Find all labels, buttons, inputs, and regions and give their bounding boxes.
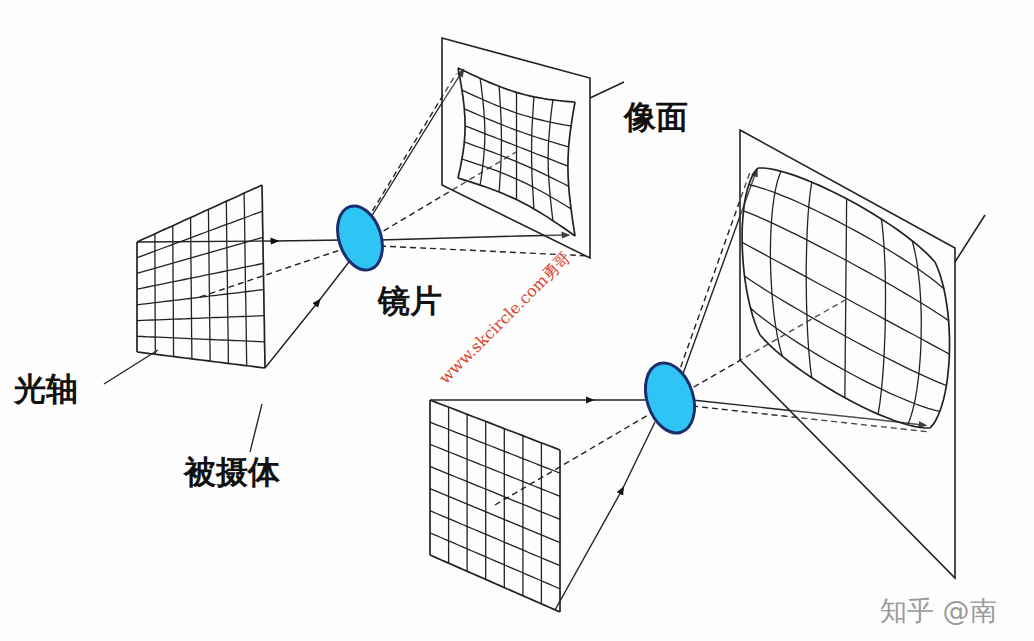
pincushion-grid xyxy=(458,178,575,236)
optical-axis xyxy=(495,408,660,505)
object-grid xyxy=(541,443,542,604)
leader-line xyxy=(104,350,158,384)
object-grid xyxy=(208,209,210,361)
pincushion-grid xyxy=(568,102,575,236)
image-plane-frame xyxy=(442,38,590,258)
object-grid xyxy=(154,234,156,354)
barrel-grid xyxy=(745,276,947,385)
object-grid xyxy=(448,407,449,563)
object-grid xyxy=(522,436,523,596)
object-label: 被摄体 xyxy=(184,455,280,490)
object-grid xyxy=(466,414,467,571)
object-grid xyxy=(429,400,431,555)
object-grid xyxy=(137,316,264,321)
pincushion-grid xyxy=(465,126,568,166)
watermark: www.skcircle.com勇哥 xyxy=(434,247,575,388)
object-grid xyxy=(244,193,247,366)
object-grid xyxy=(430,511,560,566)
ray xyxy=(265,258,352,368)
object-grid xyxy=(430,422,560,473)
pincushion-grid xyxy=(458,68,465,178)
image-plane-stand xyxy=(590,82,624,98)
ray xyxy=(137,240,343,242)
barrel-grid xyxy=(749,185,944,289)
barrel-grid xyxy=(744,211,949,321)
object-grid xyxy=(430,444,560,496)
object-grid xyxy=(137,211,262,258)
object-grid xyxy=(559,450,561,612)
object-grid xyxy=(137,185,262,242)
object-grid xyxy=(226,201,228,363)
image-plane-label: 像面 xyxy=(624,100,688,135)
optical-axis-label: 光轴 xyxy=(14,372,78,407)
object-grid xyxy=(137,290,264,305)
object-grid xyxy=(262,185,265,368)
object-grid xyxy=(430,466,560,519)
object-grid xyxy=(136,242,138,352)
source-watermark: 知乎 @南 xyxy=(880,596,997,626)
lens xyxy=(330,200,390,276)
ray-dashed xyxy=(674,172,750,386)
ray xyxy=(555,422,655,610)
lens xyxy=(637,357,703,440)
barrel-grid xyxy=(758,168,935,262)
object-grid xyxy=(504,429,505,588)
object-grid xyxy=(137,336,265,342)
pincushion-grid xyxy=(462,90,571,126)
leader-line xyxy=(250,404,262,452)
barrel-grid xyxy=(751,308,940,411)
ray xyxy=(430,399,648,400)
barrel-grid xyxy=(760,335,930,428)
object-grid xyxy=(137,352,265,368)
ray xyxy=(380,235,566,240)
pincushion-grid xyxy=(464,109,568,147)
object-grid xyxy=(191,218,192,359)
barrel-grid xyxy=(742,242,949,354)
object-grid xyxy=(430,533,560,589)
image-plane-frame xyxy=(740,130,955,578)
object-grid xyxy=(137,263,263,289)
image-plane-stand xyxy=(955,215,985,262)
object-grid xyxy=(430,555,560,612)
object-grid xyxy=(430,489,560,543)
object-grid xyxy=(485,421,486,579)
lens-label: 镜片 xyxy=(378,284,442,319)
object-grid xyxy=(172,226,174,357)
object-grid xyxy=(430,400,560,450)
barrel-grid xyxy=(742,168,760,335)
